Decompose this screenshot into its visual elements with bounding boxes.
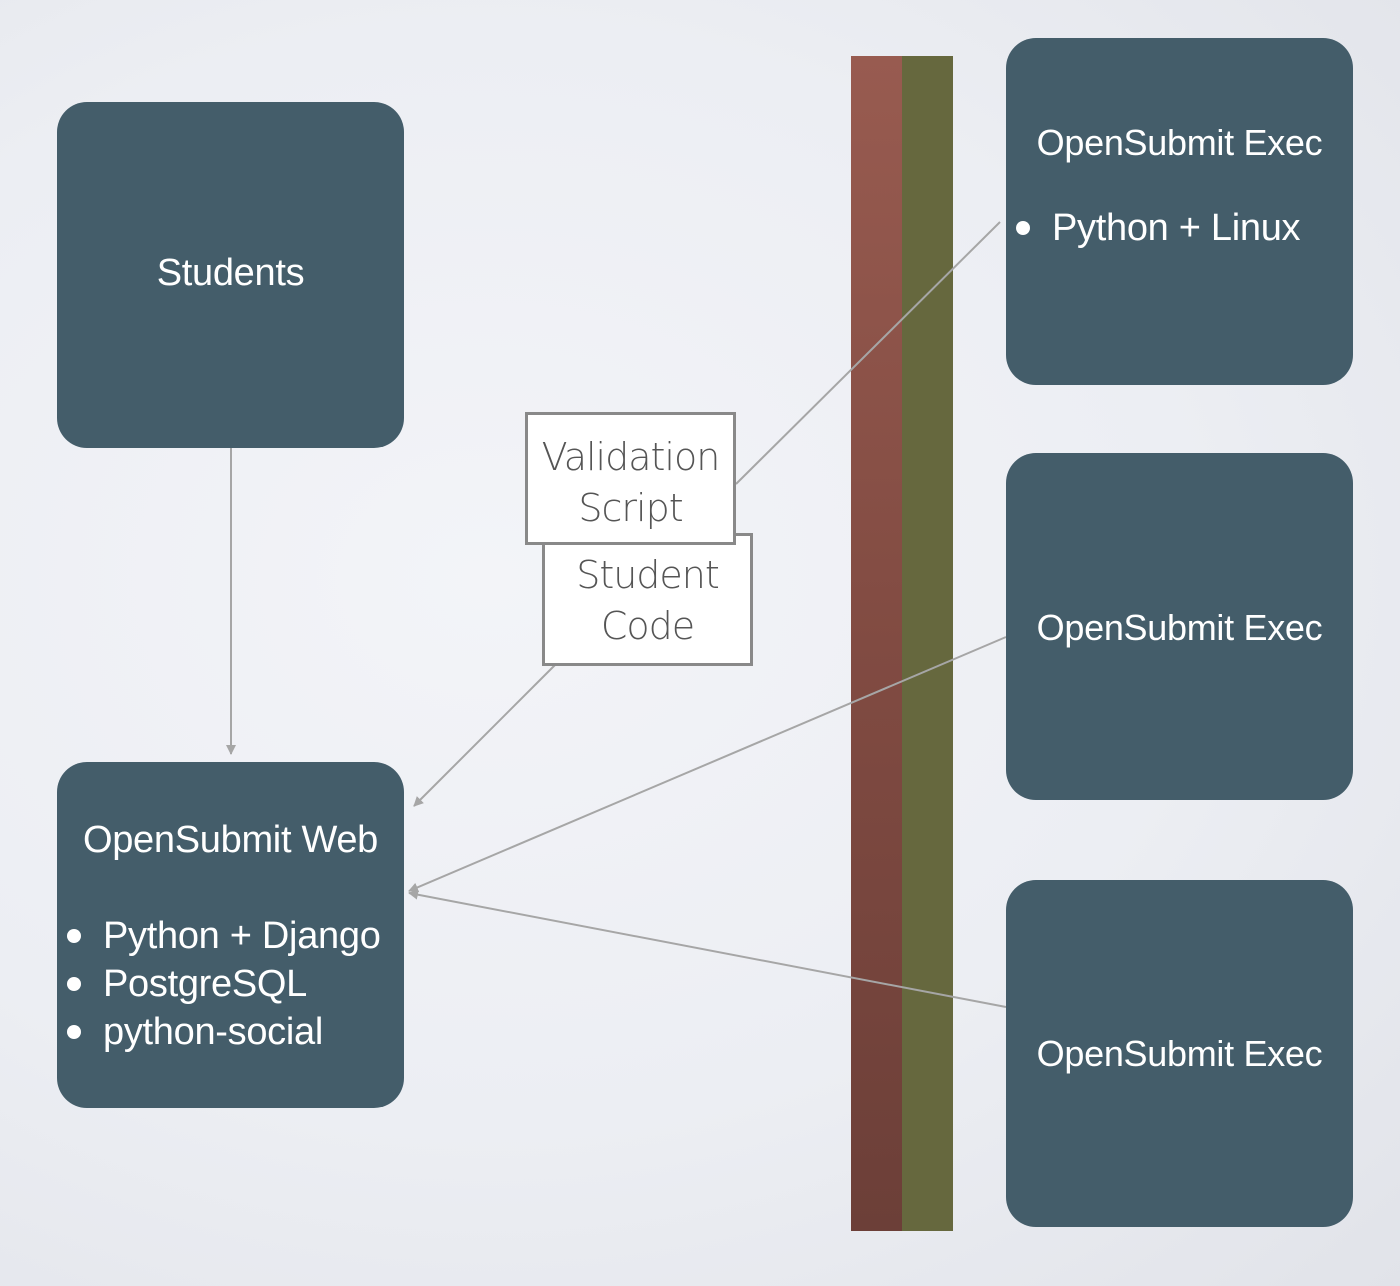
opensubmit-web-tech-list: Python + Django PostgreSQL python-social — [57, 912, 381, 1056]
opensubmit-web-title: OpenSubmit Web — [82, 819, 379, 861]
opensubmit-web-node: OpenSubmit Web Python + Django PostgreSQ… — [57, 762, 404, 1108]
web-tech-item: python-social — [57, 1008, 381, 1056]
validation-script-label-line1: Validation — [541, 435, 721, 479]
web-tech-item: PostgreSQL — [57, 960, 381, 1008]
connector-student-code-to-web — [413, 664, 556, 807]
web-tech-item: Python + Django — [57, 912, 381, 960]
students-title: Students — [156, 252, 305, 294]
exec-tech-item: Python + Linux — [1006, 204, 1301, 252]
opensubmit-exec-node-3: OpenSubmit Exec — [1006, 880, 1353, 1227]
opensubmit-exec-title: OpenSubmit Exec — [1036, 1033, 1323, 1074]
student-code-label-line1: Student — [576, 553, 720, 597]
students-node: Students — [57, 102, 404, 448]
firewall-bar-green — [902, 56, 953, 1231]
firewall-bar-red — [851, 56, 902, 1231]
student-code-label-line2: Code — [600, 604, 695, 648]
student-code-document: Student Code — [542, 533, 753, 666]
opensubmit-exec-title: OpenSubmit Exec — [1036, 607, 1323, 648]
opensubmit-exec-title: OpenSubmit Exec — [1036, 122, 1323, 163]
validation-script-label-line2: Script — [578, 486, 683, 530]
validation-script-document: Validation Script — [525, 412, 736, 545]
opensubmit-exec-node-1: OpenSubmit Exec Python + Linux — [1006, 38, 1353, 385]
opensubmit-exec-tech-list: Python + Linux — [1006, 204, 1301, 252]
opensubmit-exec-node-2: OpenSubmit Exec — [1006, 453, 1353, 800]
